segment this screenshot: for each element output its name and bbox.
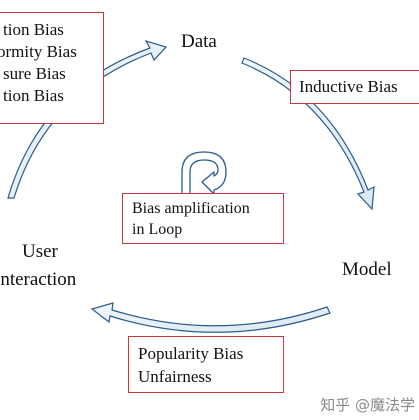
data-biases-box: tion Bias ormity Bias sure Bias tion Bia… — [0, 12, 104, 124]
arrow-user-to-data — [7, 39, 168, 199]
loop-arrow-icon — [181, 151, 227, 198]
bias-amplification-line1: Bias amplification — [132, 200, 250, 217]
node-data: Data — [181, 31, 217, 52]
popularity-bias-line1: Popularity Bias — [138, 344, 244, 363]
bias-amplification-line2: in Loop — [132, 221, 183, 238]
data-bias-item: ormity Bias — [0, 42, 77, 61]
node-user-line2: Interaction — [0, 269, 77, 290]
inductive-bias-box: Inductive Bias — [290, 70, 419, 104]
node-user-interaction: User Interaction — [0, 238, 100, 294]
inductive-bias-label: Inductive Bias — [299, 77, 398, 96]
bias-amplification-box: Bias amplification in Loop — [122, 193, 284, 244]
data-bias-item: sure Bias — [3, 64, 66, 83]
popularity-bias-box: Popularity Bias Unfairness — [128, 336, 284, 393]
popularity-bias-line2: Unfairness — [138, 367, 212, 386]
arrow-model-to-user — [90, 302, 331, 333]
data-bias-item: tion Bias — [3, 20, 64, 39]
watermark-text: 知乎 @魔法学 — [320, 396, 415, 414]
node-model: Model — [342, 259, 392, 280]
data-bias-item: tion Bias — [3, 86, 64, 105]
node-user-line1: User — [22, 241, 58, 262]
